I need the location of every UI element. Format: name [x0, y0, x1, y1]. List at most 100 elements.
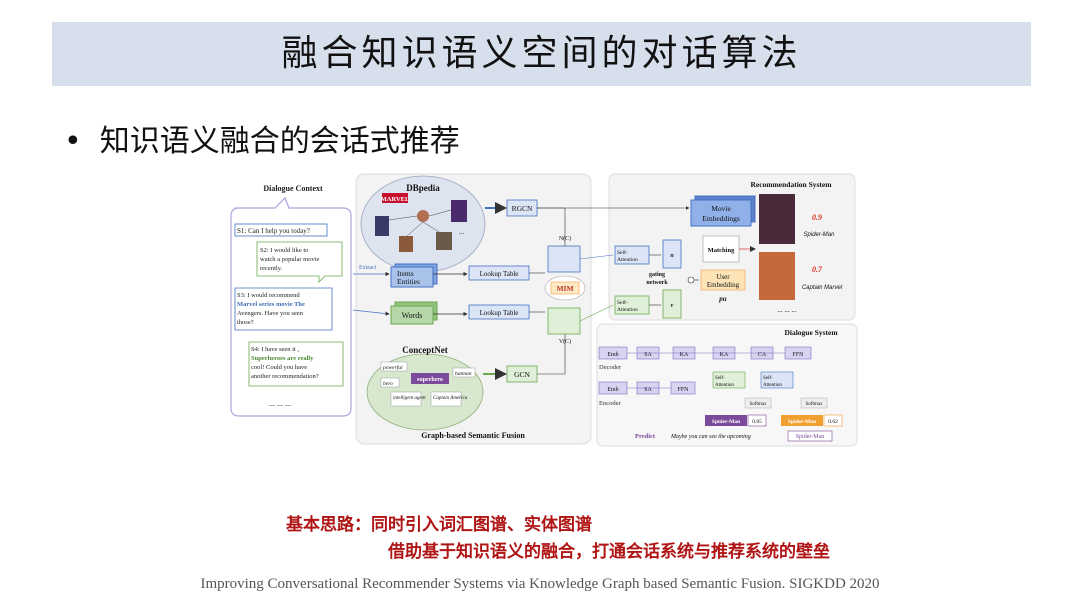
utterance-s3-line2: Marvel series movie The	[237, 301, 305, 308]
output-score-2: 0.62	[828, 419, 838, 425]
lookup-table-entities-label: Lookup Table	[480, 270, 519, 278]
predict-label: Predict	[635, 433, 656, 440]
output-spider-man-1	[705, 415, 747, 426]
utterance-s4-line3: cool! Could you have	[251, 364, 307, 371]
utterance-s3-bubble	[234, 287, 333, 331]
marvel-logo	[382, 193, 408, 203]
rec-self-attention-top-2: Attention	[617, 257, 638, 263]
items-label: Items	[397, 269, 414, 278]
movie-embeddings-label-1: Movie	[711, 204, 731, 213]
output-spider-man-1-label: Spider-Man	[712, 419, 740, 425]
utterance-s4-bubble	[248, 341, 344, 387]
concept-captain-america: Captain America	[433, 396, 468, 401]
items-entities-box	[390, 266, 434, 288]
decoder-self-attention-1	[712, 371, 746, 389]
movie-embeddings-label-2: Embeddings	[702, 214, 740, 223]
softmax-2: Softmax	[806, 402, 823, 407]
encoder-emb-label: Emb	[607, 387, 618, 393]
decoder-ca-label: CA	[758, 352, 767, 358]
kg-edge-1	[388, 215, 418, 221]
encoder-sa-label: SA	[644, 387, 652, 393]
utterance-s3-line4: those?	[237, 319, 254, 326]
arrow-context-words	[352, 309, 390, 316]
title-bar: 融合知识语义空间的对话算法	[52, 22, 1031, 86]
dialogue-ellipsis: ... ... ...	[269, 399, 291, 408]
rec-ellipsis: ... ... ...	[777, 306, 797, 314]
entities-label: Entities	[397, 277, 420, 286]
n-vector-box	[662, 239, 682, 269]
softmax-1-box	[744, 397, 772, 409]
note-line-2: 借助基于知识语义的融合，打通会话系统与推荐系统的壁垒	[388, 542, 830, 562]
edge-v-sa	[579, 304, 614, 322]
matching-box	[702, 235, 740, 263]
decoder-self-attention-2	[760, 371, 794, 389]
actor-photo-3	[417, 210, 429, 222]
utterance-s2-bubble	[256, 241, 343, 283]
concept-superhero-box	[411, 373, 449, 384]
words-box	[390, 305, 434, 325]
utterance-s4-line2: Superheroes are really	[251, 355, 314, 362]
gating-label-2: network	[646, 280, 668, 286]
rec-self-attention-bottom-2: Attention	[617, 307, 638, 313]
v-vector-box	[662, 289, 682, 319]
decoder-sa-label: SA	[644, 352, 652, 358]
mim-box	[550, 281, 580, 295]
concept-batman: batman	[455, 371, 472, 377]
output-score-2-box	[823, 414, 843, 427]
decoder-self-attention-2-a: Self-	[763, 376, 773, 381]
poster-captain-marvel	[759, 252, 795, 300]
decoder-ffn-label: FFN	[792, 352, 804, 358]
conceptnet-title: ConceptNet	[402, 345, 448, 355]
output-spider-man-2	[781, 415, 823, 426]
n-c-label: N(C)	[559, 235, 571, 242]
decoder-ka-1-label: KA	[680, 352, 689, 358]
movie-embeddings-box	[690, 199, 752, 227]
concept-intelligent-agent: intelligent agent	[393, 396, 426, 401]
gating-node	[687, 276, 695, 284]
dialogue-context-title: Dialogue Context	[263, 184, 323, 193]
softmax-2-box	[800, 397, 828, 409]
actor-photo-2	[436, 232, 452, 250]
concept-powerful-box	[380, 361, 408, 372]
concept-intelligent-box	[390, 391, 422, 407]
output-score-1: 0.85	[752, 419, 762, 425]
graph-fusion-title: Graph-based Semantic Fusion	[421, 431, 525, 440]
concept-captain-box	[430, 391, 462, 407]
utterance-s3-line1: S3: I would recommend	[237, 292, 300, 299]
concept-hero: hero	[383, 381, 393, 387]
citation: Improving Conversational Recommender Sys…	[200, 576, 880, 592]
n-c-matrix	[547, 245, 581, 273]
rec-movie-1: Spider-Man	[804, 232, 836, 238]
utterance-s4-line4: another recommendation?	[251, 373, 319, 380]
predict-sentence: Maybe you can see the upcoming	[670, 434, 751, 440]
rec-score-2: 0.7	[812, 265, 823, 274]
decoder-self-attention-1-a: Self-	[715, 376, 725, 381]
movie-poster-2	[451, 200, 467, 222]
utterance-s4-line1: S4: I have seen it ,	[251, 346, 299, 353]
decoder-label: Decoder	[599, 364, 622, 371]
user-embedding-label-1: User	[716, 273, 730, 281]
gcn-label: GCN	[514, 370, 530, 379]
decoder-blocks: Emb SA KA KA CA FFN	[598, 346, 812, 360]
v-c-matrix	[547, 307, 581, 335]
user-embedding-label-2: Embedding	[707, 281, 740, 289]
output-spider-man-2-label: Spider-Man	[788, 419, 816, 425]
decoder-ka-2-label: KA	[720, 352, 729, 358]
utterance-s1: S1: Can I help you today?	[237, 227, 310, 235]
rgcn-label: RGCN	[512, 204, 533, 213]
predict-word-box	[787, 430, 833, 442]
decoder-self-attention-1-b: Attention	[715, 383, 734, 388]
poster-spider-man	[759, 194, 795, 244]
gating-label-1: gating	[649, 272, 665, 278]
words-label: Words	[402, 311, 423, 320]
softmax-1: Softmax	[750, 402, 767, 407]
dbpedia-title: DBpedia	[406, 183, 440, 193]
extract-label: Extract	[359, 265, 377, 271]
rec-score-1: 0.9	[812, 213, 822, 222]
matching-label: Matching	[708, 247, 735, 254]
v-c-label: V(C)	[559, 338, 571, 345]
v-vector-label: v	[671, 303, 674, 309]
actor-photo-1	[399, 236, 413, 252]
output-score-1-box	[747, 414, 767, 427]
utterance-s3-line3: Avengers. Have you seen	[237, 310, 304, 317]
